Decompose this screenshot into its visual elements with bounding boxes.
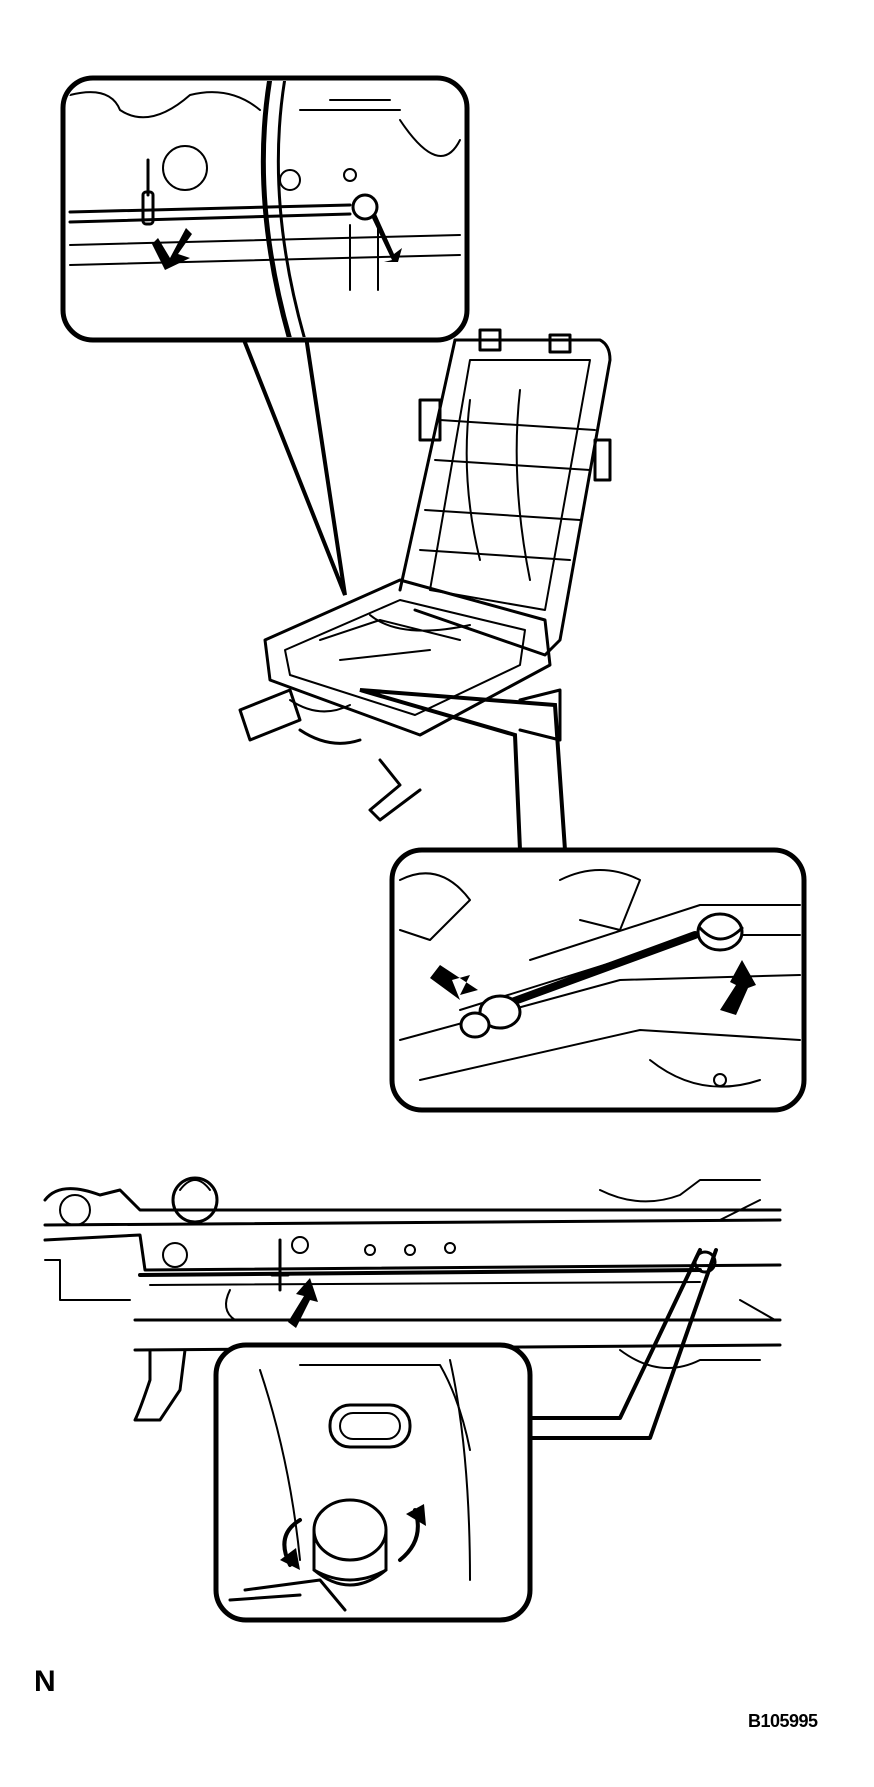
callout-arrow-icon xyxy=(720,960,756,1015)
callout-arrow-icon xyxy=(288,1278,318,1328)
figure-code: B105995 xyxy=(748,1711,818,1731)
orientation-label: N xyxy=(34,1665,56,1698)
top-detail-callout xyxy=(60,75,470,343)
bottom-rail-view xyxy=(43,1176,782,1422)
middle-detail-callout xyxy=(389,847,807,1113)
callout-arrow-icon xyxy=(152,228,192,270)
seat-frame xyxy=(238,328,612,822)
callout-arrow-icon xyxy=(430,965,478,1000)
bottom-detail-callout xyxy=(213,1342,533,1623)
callout-arrow-icon xyxy=(372,214,402,262)
rotation-arrow-icon xyxy=(280,1504,426,1570)
